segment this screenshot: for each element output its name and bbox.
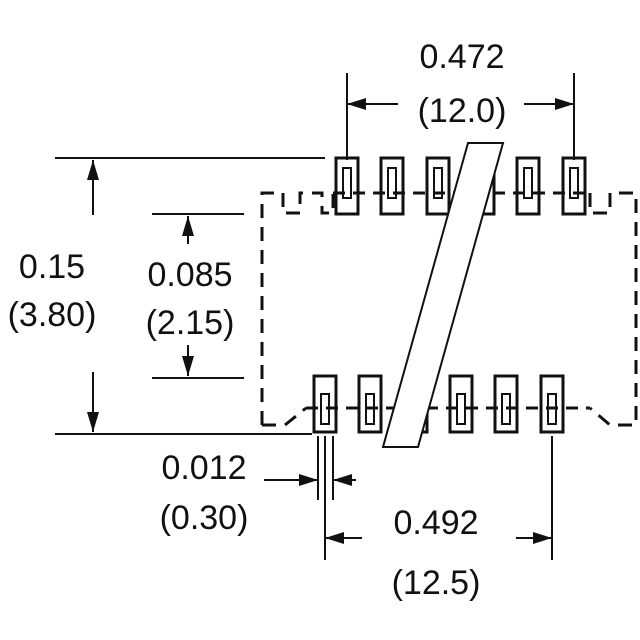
top-contact-window [433, 167, 443, 199]
top-span-mm-label: (12.0) [417, 92, 507, 130]
overall-height-inch-label: 0.15 [18, 248, 86, 286]
top-contact [561, 156, 587, 216]
bottom-span-mm-label: (12.5) [391, 564, 481, 602]
top-span-dimension [346, 73, 575, 160]
body-height-mm-label: (2.15) [145, 304, 235, 342]
arrow-head [333, 474, 352, 486]
arrow-head [325, 532, 344, 544]
arrow-head [555, 98, 574, 110]
top-contact-window [569, 167, 579, 199]
top-contact-window [387, 167, 397, 199]
bottom-contact [312, 374, 338, 434]
bottom-contact-window [547, 393, 557, 425]
bottom-contact-window [365, 393, 375, 425]
arrow-head [299, 474, 318, 486]
housing-outline [260, 191, 638, 427]
bottom-contact-window [501, 393, 511, 425]
bottom-span-inch-label: 0.492 [393, 504, 479, 542]
bottom-span-dimension [324, 436, 553, 560]
lead-width-inch-label: 0.012 [161, 449, 247, 487]
lead-width-mm-label: (0.30) [159, 499, 249, 537]
break-band [381, 142, 505, 448]
overall-height-mm-label: (3.80) [7, 296, 97, 334]
arrow-head [533, 532, 552, 544]
lead-width-dimension [264, 436, 356, 500]
bottom-contact-row [312, 374, 565, 434]
top-contact [425, 156, 451, 216]
bottom-contact-window [320, 393, 330, 425]
bottom-contact [539, 374, 565, 434]
top-contact-window [523, 167, 533, 199]
bottom-contact-window [456, 393, 466, 425]
top-contact-window [342, 167, 352, 199]
top-contact [379, 156, 405, 216]
arrow-head [182, 356, 194, 376]
arrow-head [87, 412, 99, 432]
arrow-head [87, 160, 99, 180]
housing-bottom-left [262, 406, 307, 427]
top-span-inch-label: 0.472 [419, 38, 505, 76]
body-height-inch-label: 0.085 [147, 256, 233, 294]
arrow-head [182, 216, 194, 236]
overall-height-dimension [55, 157, 325, 435]
top-contact [334, 156, 360, 216]
bottom-contact [448, 374, 474, 434]
bottom-contact [493, 374, 519, 434]
bottom-contact [357, 374, 383, 434]
arrow-head [347, 98, 366, 110]
body-height-dimension [152, 213, 244, 379]
top-contact [515, 156, 541, 216]
